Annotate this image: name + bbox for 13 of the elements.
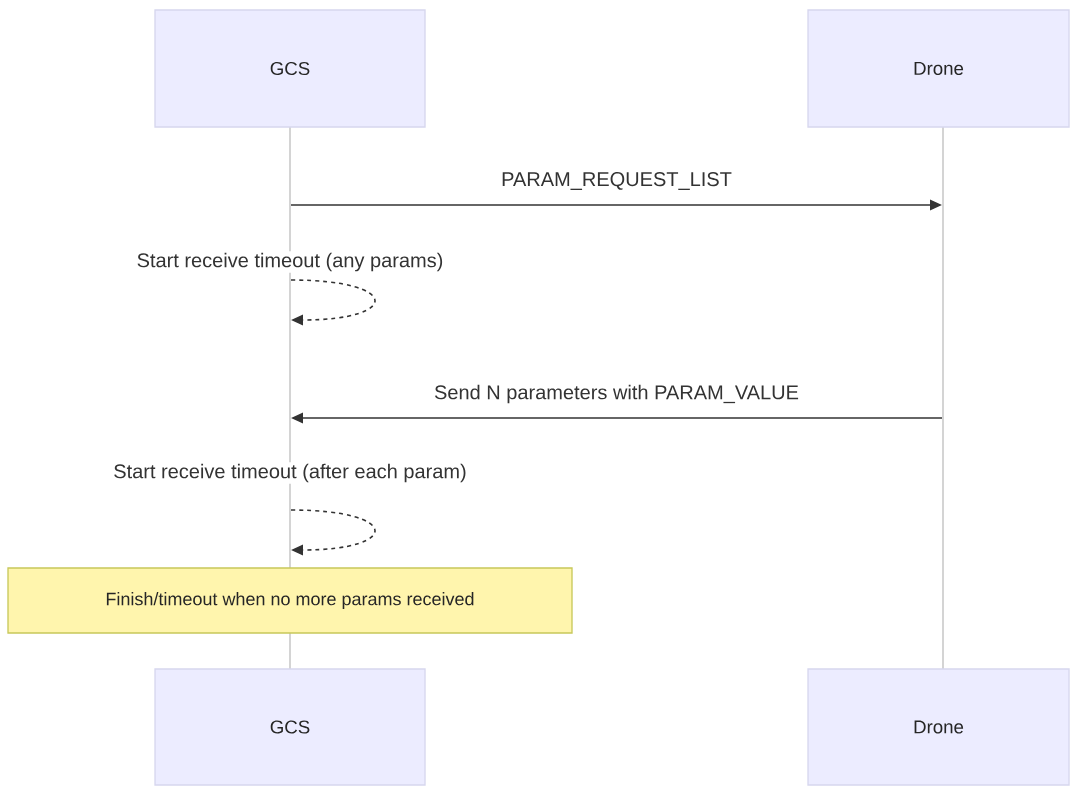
message-label: Start receive timeout (any params) xyxy=(135,251,445,273)
lifeline xyxy=(289,127,291,568)
self-message-arrow xyxy=(290,279,376,326)
message-label: Send N parameters with PARAM_VALUE xyxy=(432,383,801,405)
self-message-arrow xyxy=(290,509,376,556)
actor-box: GCS xyxy=(154,668,426,786)
note-box: Finish/timeout when no more params received xyxy=(7,567,573,634)
message-label: Start receive timeout (after each param) xyxy=(111,462,469,484)
actor-box: GCS xyxy=(154,9,426,128)
actor-box: Drone xyxy=(807,9,1070,128)
actor-box: Drone xyxy=(807,668,1070,786)
lifeline xyxy=(942,127,944,669)
message-label: PARAM_REQUEST_LIST xyxy=(499,170,734,192)
